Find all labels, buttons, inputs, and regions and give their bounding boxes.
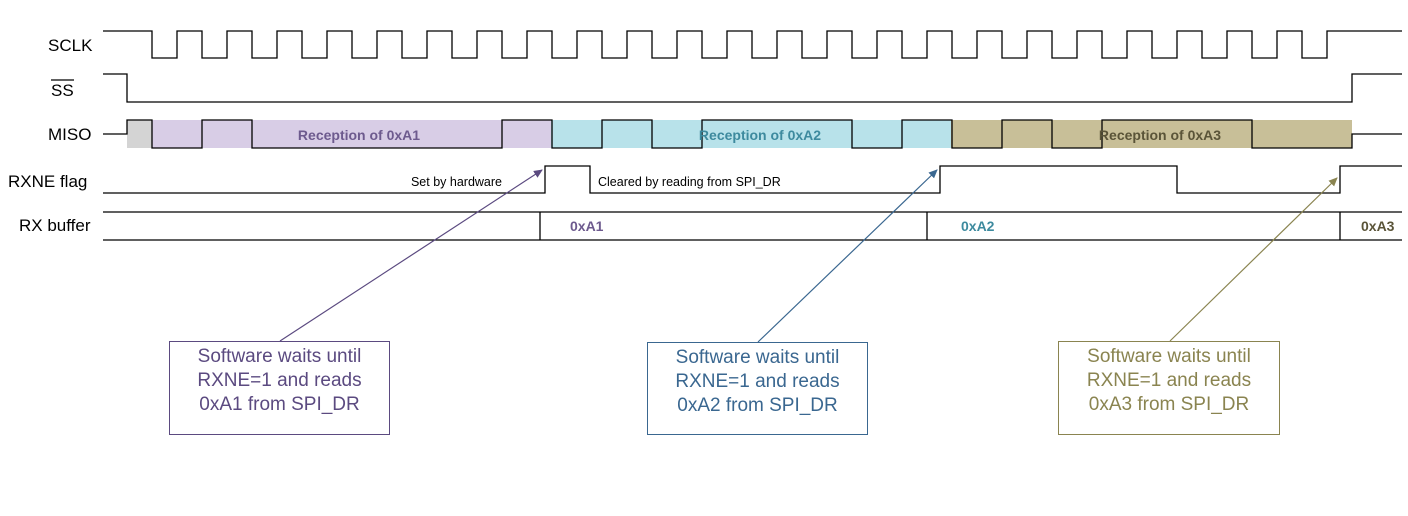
ss-label-group: SS: [51, 79, 74, 100]
miso-waveform: [103, 119, 1402, 149]
ss-label: SS: [51, 81, 74, 100]
callout-a2-line-3: 0xA2 from SPI_DR: [677, 395, 838, 416]
callout-a1-line-2: RXNE=1 and reads: [197, 370, 362, 391]
band-label-a2: Reception of 0xA2: [699, 127, 821, 143]
sclk-label: SCLK: [48, 36, 93, 55]
miso-idle-bit: [127, 120, 152, 148]
miso-band-a1: [152, 120, 551, 148]
band-label-a1: Reception of 0xA1: [298, 127, 420, 143]
rxne-waveform: [103, 165, 1402, 194]
callout-a3-line-3: 0xA3 from SPI_DR: [1088, 394, 1250, 415]
rxbuf-value-a3: 0xA3: [1361, 218, 1395, 234]
rxbuf-value-a2: 0xA2: [961, 218, 995, 234]
arrow-a2: [757, 169, 938, 343]
arrow-a3: [1169, 177, 1338, 342]
arrow-a1: [279, 169, 543, 342]
callout-a2-line-2: RXNE=1 and reads: [675, 371, 840, 392]
callout-a2-line-1: Software waits until: [675, 347, 840, 368]
callout-a3: Software waits until RXNE=1 and reads 0x…: [1058, 341, 1280, 435]
sclk-waveform: [103, 30, 1402, 59]
rxbuf-label: RX buffer: [19, 216, 91, 235]
callout-a3-line-1: Software waits until: [1087, 346, 1251, 367]
rxbuf-value-a1: 0xA1: [570, 218, 604, 234]
miso-band-a2: [551, 120, 951, 148]
callout-a3-line-2: RXNE=1 and reads: [1086, 370, 1252, 391]
callout-a1: Software waits until RXNE=1 and reads 0x…: [169, 341, 390, 435]
miso-label: MISO: [48, 125, 91, 144]
rxne-cleared-note: Cleared by reading from SPI_DR: [598, 175, 781, 189]
ss-waveform: [103, 73, 1402, 103]
band-label-a3: Reception of 0xA3: [1099, 127, 1221, 143]
callout-a2: Software waits until RXNE=1 and reads 0x…: [647, 342, 868, 435]
miso-band-a3: [951, 120, 1352, 148]
rxne-set-note: Set by hardware: [411, 175, 502, 189]
callout-a1-line-3: 0xA1 from SPI_DR: [199, 394, 360, 415]
callout-a1-line-1: Software waits until: [197, 346, 362, 367]
rxne-label: RXNE flag: [8, 172, 87, 191]
